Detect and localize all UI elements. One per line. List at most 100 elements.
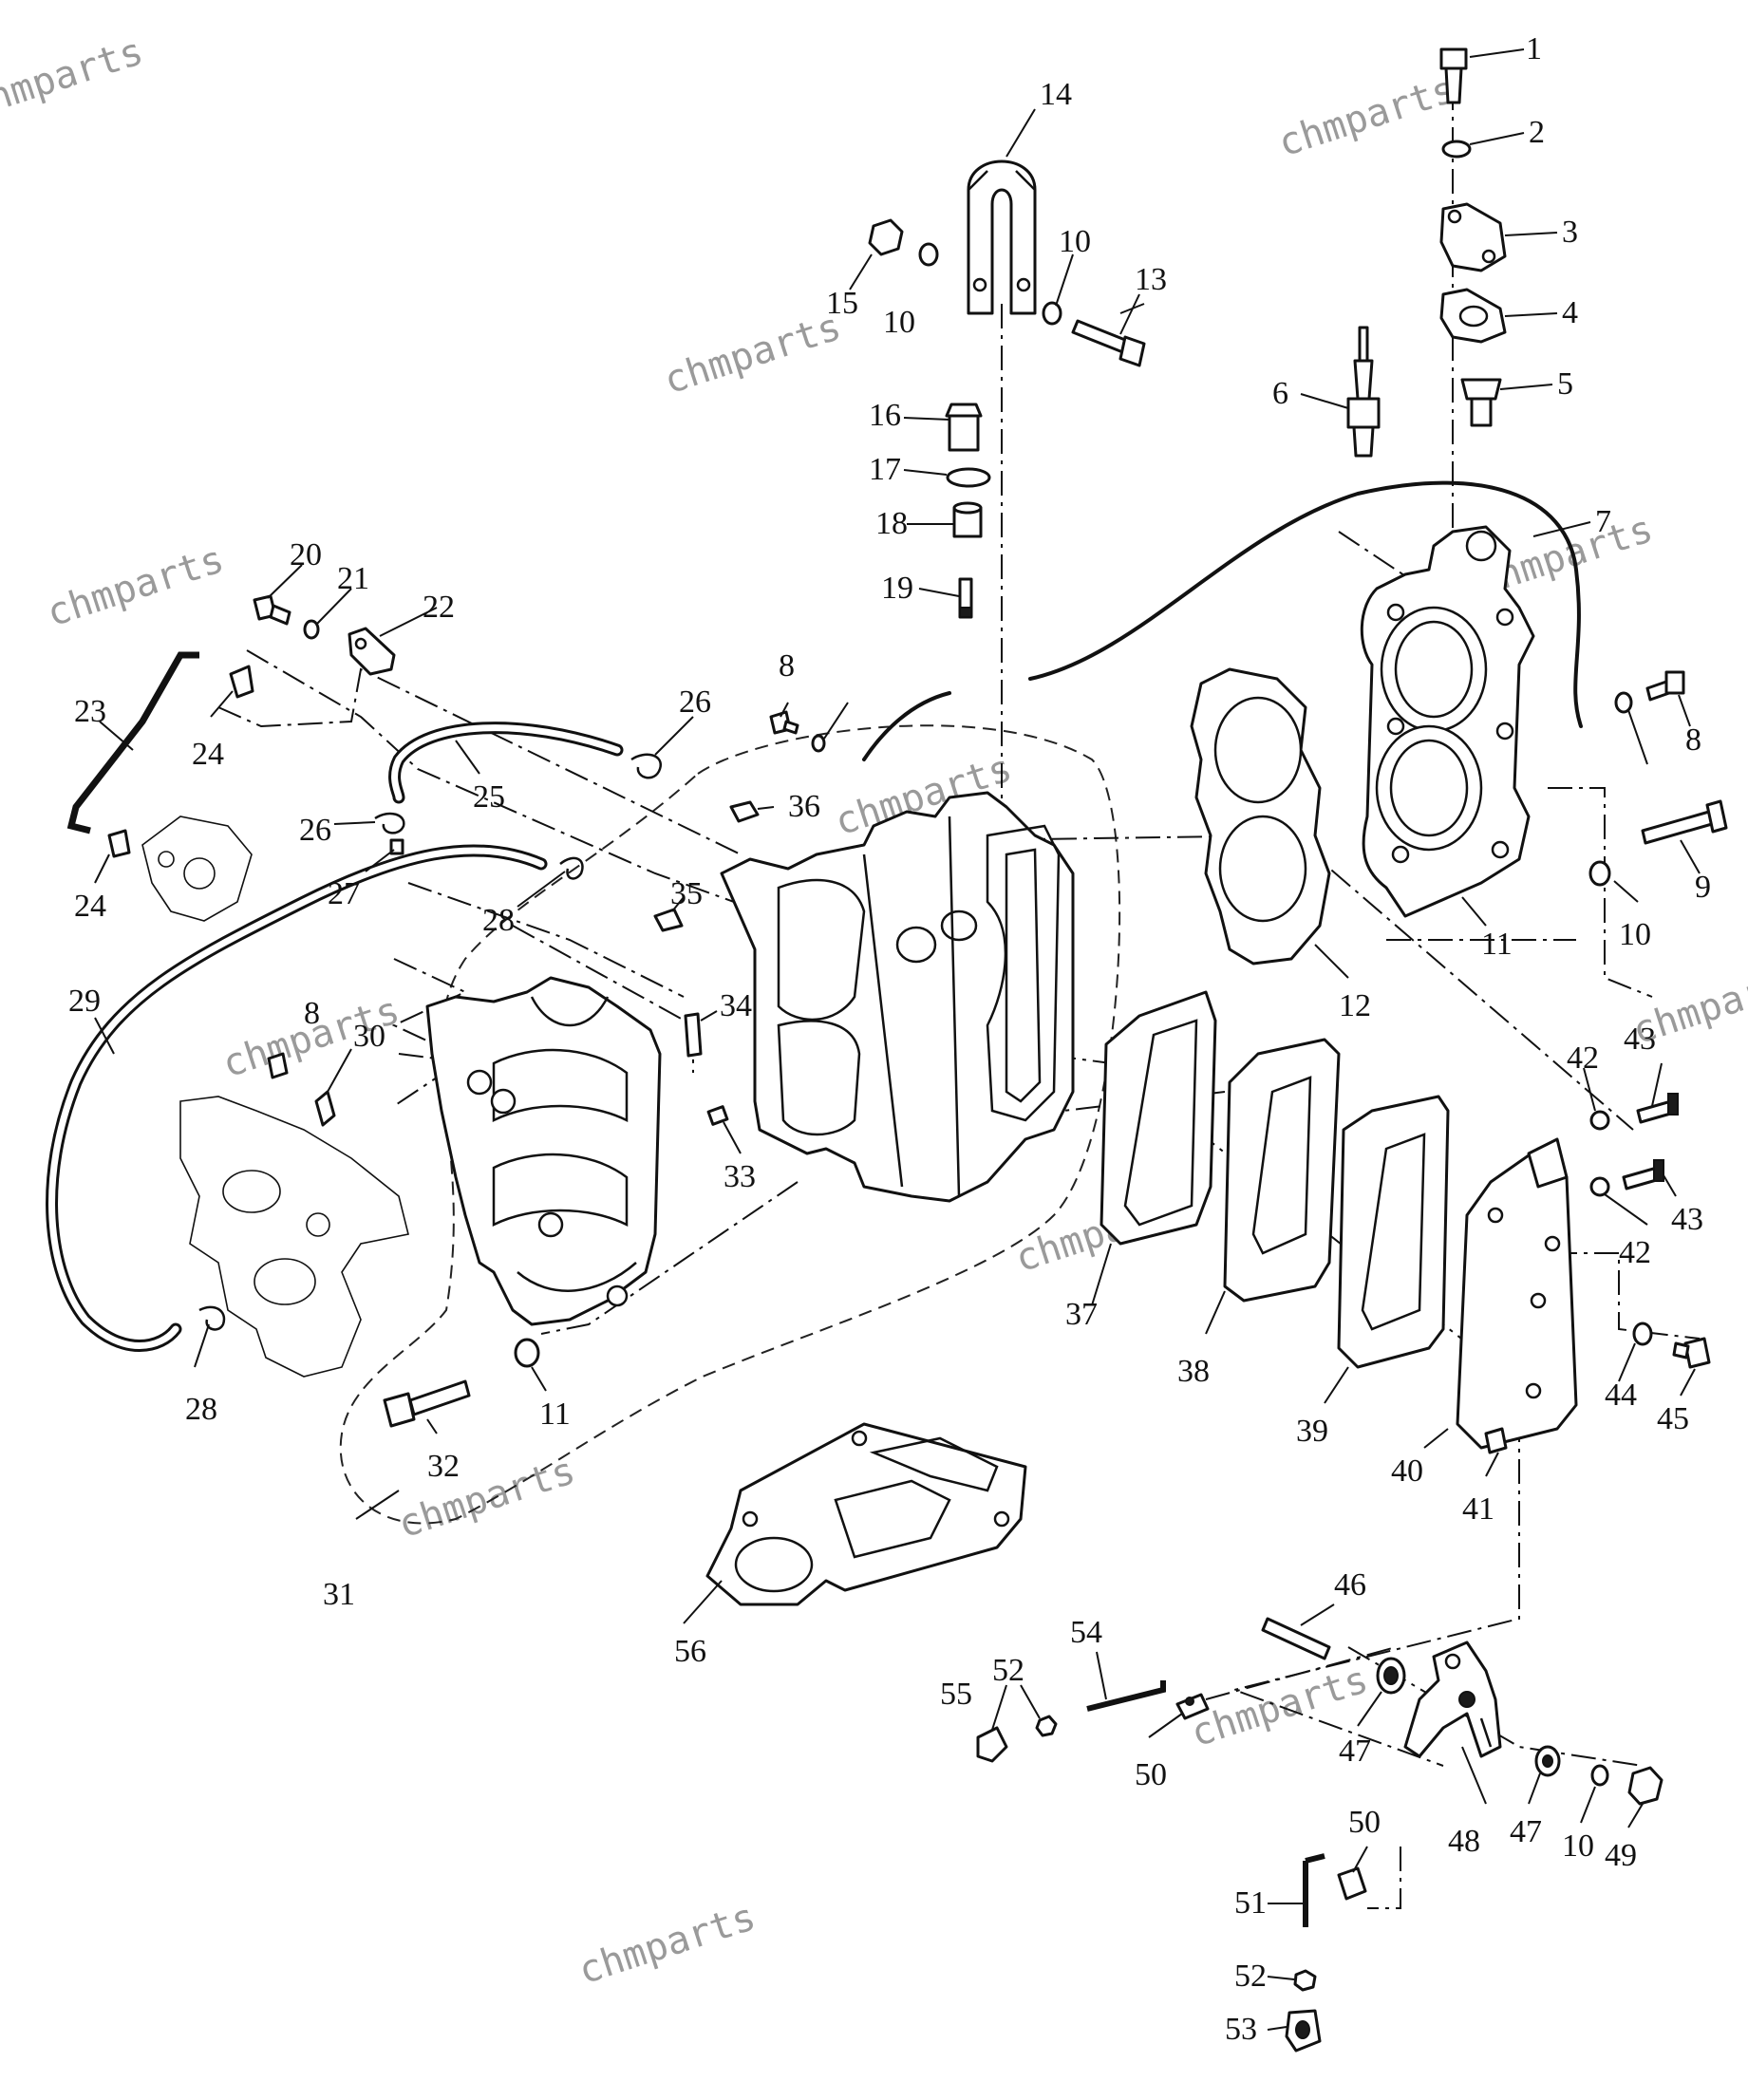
- socket-hole: [1295, 2020, 1310, 2039]
- plug-thread: [1352, 425, 1375, 458]
- callout-11: 11: [539, 1397, 571, 1432]
- leader: [1651, 1062, 1663, 1107]
- bolt-shank: [269, 604, 291, 626]
- callout-24: 24: [74, 889, 106, 924]
- leader: [426, 1418, 438, 1434]
- callout-25: 25: [473, 779, 505, 815]
- callout-1: 1: [1526, 31, 1542, 66]
- leader: [267, 564, 303, 599]
- leader: [780, 702, 789, 718]
- callout-9: 9: [1695, 870, 1711, 905]
- gasket-hole: [1458, 305, 1489, 328]
- leader: [1267, 1976, 1295, 1980]
- leader: [355, 1490, 400, 1520]
- bolt-shank: [1672, 1341, 1690, 1359]
- callout-8: 8: [304, 996, 320, 1031]
- block-port: [940, 909, 978, 942]
- stud-46: [1261, 1617, 1331, 1660]
- fitting-34: [684, 1012, 703, 1058]
- bolt-shank: [782, 720, 799, 735]
- leader: [1148, 1713, 1183, 1738]
- leader: [823, 702, 849, 740]
- head-bolt-hole: [1495, 722, 1514, 741]
- callout-26: 26: [299, 813, 331, 848]
- callout-48: 48: [1448, 1824, 1480, 1859]
- cover-hole: [1481, 249, 1496, 264]
- leader: [903, 417, 950, 421]
- joint-53: [1285, 2009, 1322, 2053]
- gasket-39: [1337, 1095, 1450, 1369]
- sleeve-18: [952, 501, 983, 538]
- gasket-center: [734, 1536, 814, 1593]
- callout-52: 52: [1234, 1959, 1267, 1994]
- callout-3: 3: [1562, 215, 1578, 250]
- cover-tab: [1527, 1137, 1569, 1189]
- stud: [1261, 1617, 1331, 1660]
- link-rod: [1086, 1680, 1166, 1712]
- bolt-shank: [1444, 66, 1463, 104]
- leader: [1119, 293, 1140, 335]
- leader: [1604, 1193, 1648, 1226]
- hanger-bracket-face: [968, 170, 1036, 191]
- callout-labels: 1 2 3 4 5 6 7 8 8 8 9 10 10 10 10 11 11 …: [68, 31, 1711, 2047]
- clamp-24-bottom: [107, 829, 131, 858]
- leader: [517, 871, 566, 908]
- plug-16: [945, 403, 983, 452]
- carb-port: [183, 857, 216, 890]
- intake-port: [254, 1258, 316, 1305]
- bolt-41: [1484, 1427, 1508, 1454]
- leader: [700, 1010, 718, 1022]
- thermostat-port: [1465, 530, 1497, 562]
- block-port: [895, 926, 937, 964]
- callout-54: 54: [1070, 1615, 1102, 1650]
- hose-clamp: [229, 665, 254, 699]
- leader: [1314, 944, 1349, 979]
- exhaust-channel: [986, 824, 1061, 1122]
- watermark: chmparts: [1273, 67, 1460, 165]
- dowel-33: [706, 1105, 729, 1126]
- link-nut: [1035, 1715, 1058, 1737]
- washer-42: [1589, 1176, 1610, 1197]
- callout-10: 10: [883, 305, 915, 340]
- leader: [1324, 1366, 1349, 1404]
- intake-manifold-ghost: [179, 1096, 409, 1378]
- callout-14: 14: [1040, 77, 1072, 112]
- callout-47: 47: [1339, 1734, 1371, 1769]
- hose-clip-plate: [348, 627, 396, 676]
- leader: [1504, 312, 1558, 317]
- callout-13: 13: [1135, 262, 1167, 297]
- callout-6: 6: [1272, 376, 1288, 411]
- cover-3: [1439, 202, 1507, 272]
- arm-48: [1403, 1641, 1502, 1758]
- hose-clip: [630, 753, 662, 779]
- thermostat-body: [1470, 397, 1493, 427]
- nipple-fitting: [729, 800, 760, 823]
- bolt-43-mid: [1622, 1159, 1664, 1191]
- carb-port: [158, 851, 175, 868]
- callout-23: 23: [74, 694, 106, 729]
- hanger-bracket-14: [967, 159, 1037, 315]
- bolt-20: [253, 594, 291, 626]
- callout-37: 37: [1065, 1297, 1098, 1332]
- clip-28-top: [559, 856, 584, 880]
- centerline: [217, 667, 742, 855]
- callout-45: 45: [1657, 1401, 1689, 1436]
- leader: [99, 721, 134, 751]
- combustion-chamber: [1375, 724, 1483, 852]
- leader: [1469, 48, 1525, 58]
- leader: [1663, 1174, 1677, 1197]
- leader: [94, 1017, 115, 1055]
- cover-bolt-hole: [1525, 1382, 1542, 1399]
- leader: [1055, 253, 1074, 307]
- head-bolt-hole: [1386, 717, 1405, 736]
- callout-4: 4: [1562, 295, 1578, 330]
- crankcase-bolt-hole: [466, 1069, 493, 1096]
- carb-cover: [141, 816, 253, 922]
- washer-bore: [1542, 1754, 1553, 1768]
- leader: [1583, 1067, 1596, 1112]
- crankcase-31: [425, 976, 662, 1326]
- washer-2: [1441, 140, 1472, 159]
- hose-29-core: [48, 847, 545, 1349]
- joint-50-left: [1175, 1693, 1210, 1720]
- elbow-fitting: [684, 1012, 703, 1058]
